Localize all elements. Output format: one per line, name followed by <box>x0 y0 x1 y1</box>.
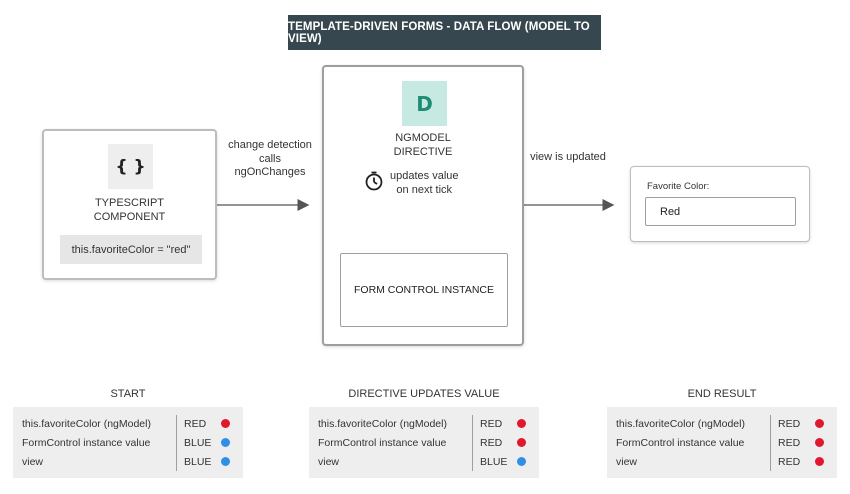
table-row: this.favoriteColor (ngModel) RED <box>309 414 539 433</box>
row-value: RED <box>480 417 503 430</box>
table-title-start: START <box>110 388 146 400</box>
table-title-end-result: END RESULT <box>687 388 757 400</box>
table-row: view BLUE <box>309 452 539 471</box>
favorite-color-label: Favorite Color: <box>647 181 710 192</box>
change-detection-label: change detection calls ngOnChanges <box>222 139 318 180</box>
row-value: BLUE <box>184 455 212 468</box>
row-value: BLUE <box>184 436 212 449</box>
red-dot-icon <box>517 419 526 428</box>
favorite-color-input[interactable]: Red <box>645 197 796 226</box>
row-value: RED <box>778 436 801 449</box>
table-divider <box>176 415 177 471</box>
red-dot-icon <box>815 438 824 447</box>
table-row: this.favoriteColor (ngModel) RED <box>607 414 837 433</box>
component-label-line2: COMPONENT <box>93 211 166 223</box>
table-row: this.favoriteColor (ngModel) RED <box>13 414 243 433</box>
table-title-directive-updates-value: DIRECTIVE UPDATES VALUE <box>348 388 500 400</box>
typescript-component-card: { } TYPESCRIPT COMPONENT this.favoriteCo… <box>42 129 217 280</box>
row-value: RED <box>778 417 801 430</box>
table-row: view RED <box>607 452 837 471</box>
favorite-color-value: Red <box>660 205 681 218</box>
letter-d-icon: D <box>402 81 447 126</box>
row-name: view <box>616 455 638 468</box>
tick-label: updates value on next tick <box>390 170 459 197</box>
row-value: RED <box>480 436 503 449</box>
row-name: FormControl instance value <box>616 436 745 449</box>
table-row: FormControl instance value RED <box>607 433 837 452</box>
row-value: BLUE <box>480 455 508 468</box>
state-table-start: this.favoriteColor (ngModel) RED FormContr… <box>13 407 243 478</box>
red-dot-icon <box>815 457 824 466</box>
curly-braces-icon: { } <box>108 144 153 189</box>
row-name: view <box>318 455 340 468</box>
component-label-line1: TYPESCRIPT <box>94 197 165 209</box>
timer-icon <box>365 171 383 191</box>
red-dot-icon <box>221 419 230 428</box>
tick-label-line1: updates value <box>390 170 459 182</box>
row-name: FormControl instance value <box>22 436 151 449</box>
row-name: view <box>22 455 44 468</box>
blue-dot-icon <box>517 457 526 466</box>
form-control-instance-box: FORM CONTROL INSTANCE <box>340 253 508 327</box>
row-value: RED <box>778 455 801 468</box>
change-detection-line2: calls <box>258 152 281 165</box>
row-name: this.favoriteColor (ngModel) <box>318 417 447 430</box>
component-code: this.favoriteColor = "red" <box>60 235 202 264</box>
row-name: this.favoriteColor (ngModel) <box>22 417 151 430</box>
change-detection-line1: change detection <box>228 139 312 151</box>
view-card: Favorite Color: Red <box>630 166 810 242</box>
diagram-title: TEMPLATE-DRIVEN FORMS - DATA FLOW (MODEL… <box>288 15 601 50</box>
row-name: this.favoriteColor (ngModel) <box>616 417 745 430</box>
table-divider <box>472 415 473 471</box>
row-value: RED <box>184 417 207 430</box>
table-row: FormControl instance value RED <box>309 433 539 452</box>
change-detection-line3: ngOnChanges <box>234 166 306 178</box>
red-dot-icon <box>517 438 526 447</box>
blue-dot-icon <box>221 457 230 466</box>
directive-label-line1: NGMODEL <box>395 132 451 144</box>
table-row: view BLUE <box>13 452 243 471</box>
directive-label-line2: DIRECTIVE <box>393 146 453 158</box>
form-control-instance-label: FORM CONTROL INSTANCE <box>353 284 494 296</box>
table-divider <box>770 415 771 471</box>
red-dot-icon <box>815 419 824 428</box>
view-updated-label: view is updated <box>530 151 606 163</box>
component-label: TYPESCRIPT COMPONENT <box>44 196 215 224</box>
blue-dot-icon <box>221 438 230 447</box>
row-name: FormControl instance value <box>318 436 447 449</box>
directive-label: NGMODEL DIRECTIVE <box>324 131 522 159</box>
table-row: FormControl instance value BLUE <box>13 433 243 452</box>
ngmodel-directive-card: D NGMODEL DIRECTIVE updates value on nex… <box>322 65 524 346</box>
tick-label-line2: on next tick <box>396 183 453 196</box>
